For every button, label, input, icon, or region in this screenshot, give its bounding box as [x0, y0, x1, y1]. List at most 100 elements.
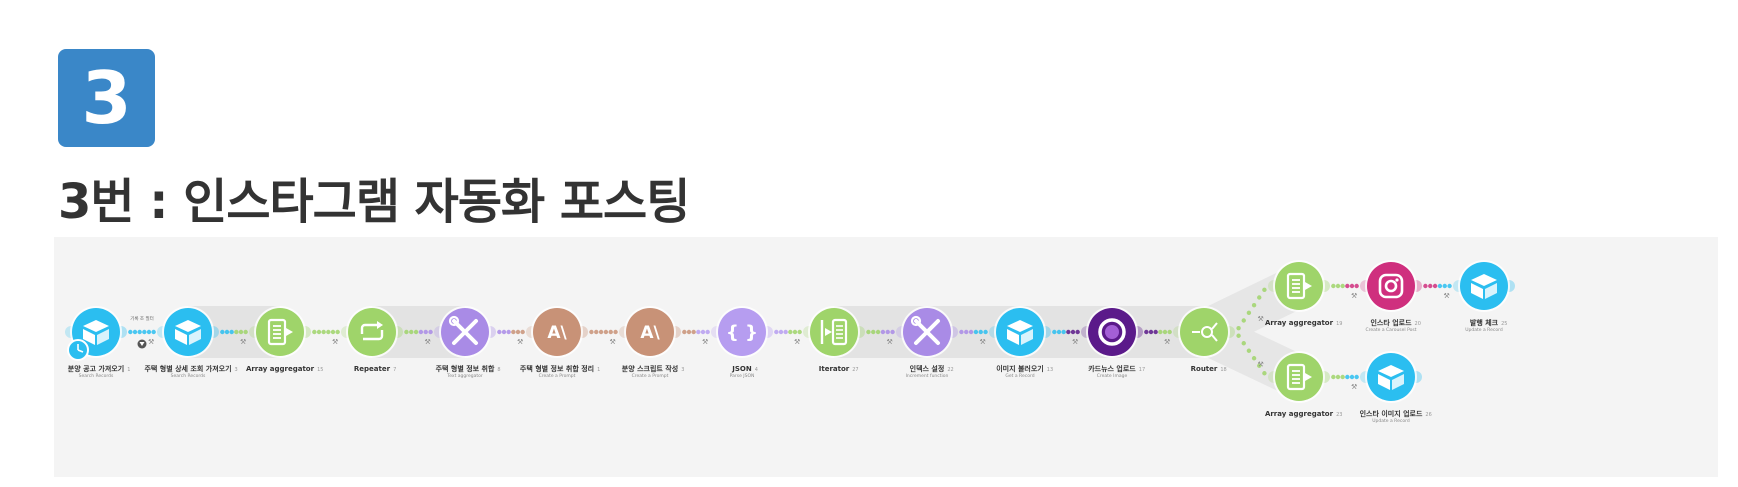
- connection-dot: [1061, 329, 1066, 335]
- connection-dot: [137, 329, 142, 335]
- module-label: 인스타 업로드: [1370, 318, 1412, 327]
- module-node[interactable]: [256, 308, 304, 356]
- connection-dot: [243, 329, 248, 335]
- connection-dot: [1251, 302, 1257, 308]
- module-node[interactable]: [348, 308, 396, 356]
- route-settings-icon[interactable]: ⚒: [332, 338, 338, 346]
- module-action: Get a Record: [1005, 373, 1034, 379]
- connection-dot: [1437, 283, 1443, 289]
- connection-dot: [968, 329, 974, 335]
- module-node[interactable]: [1180, 308, 1228, 356]
- route-settings-icon[interactable]: ⚒: [1258, 315, 1264, 323]
- module-action: Update a Record: [1465, 327, 1503, 333]
- connection-dot: [1251, 356, 1257, 361]
- box-icon: [83, 320, 109, 345]
- connection-dot: [1236, 333, 1241, 338]
- connection-dot: [696, 329, 701, 335]
- route-settings-icon[interactable]: ⚒: [148, 338, 154, 346]
- module-node[interactable]: [1275, 262, 1323, 310]
- route-settings-icon[interactable]: ⚒: [517, 338, 523, 346]
- route-settings-icon[interactable]: ⚒: [1444, 292, 1450, 300]
- connection-dot: [1241, 341, 1246, 346]
- braces-icon: { }: [726, 322, 758, 343]
- connection-dot: [1066, 329, 1071, 335]
- connection-dot: [238, 329, 244, 335]
- module-label: 인덱스 설정: [910, 364, 945, 373]
- route-settings-icon[interactable]: ⚒: [1072, 338, 1078, 346]
- instagram-icon: [1378, 273, 1404, 299]
- module-label: Array aggregator: [1265, 410, 1334, 418]
- connection-dot: [146, 329, 152, 335]
- module-label: Router: [1191, 365, 1218, 373]
- module-label: Iterator: [819, 365, 850, 373]
- connection-dot: [1148, 329, 1154, 335]
- route-settings-icon[interactable]: ⚒: [702, 338, 708, 346]
- route-settings-icon[interactable]: ⚒: [610, 338, 616, 346]
- schedule-clock-icon[interactable]: [67, 339, 89, 361]
- connection-dot: [312, 329, 317, 335]
- module-number-badge: 13: [1047, 367, 1053, 373]
- module-action: Create a Prompt: [539, 373, 576, 379]
- box-icon: [175, 320, 201, 345]
- module-label: 인스타 이미지 업로드: [1360, 409, 1423, 418]
- connection-dot: [151, 329, 156, 335]
- connection-dot: [515, 329, 521, 335]
- module-number-badge: 3: [681, 367, 684, 373]
- connection-dot: [1075, 329, 1080, 335]
- route-settings-icon[interactable]: ⚒: [980, 338, 986, 346]
- connection-dot: [1257, 295, 1262, 300]
- connection-dot: [682, 329, 687, 335]
- connection-dot: [880, 329, 886, 335]
- connection-dot: [506, 329, 511, 335]
- route-settings-icon[interactable]: ⚒: [887, 338, 893, 346]
- module-node[interactable]: [1275, 353, 1323, 401]
- module-label: Array aggregator: [246, 365, 315, 373]
- route-settings-icon[interactable]: ⚒: [425, 338, 431, 346]
- module-node[interactable]: [1367, 262, 1415, 310]
- module-node[interactable]: [718, 308, 766, 356]
- module-number-badge: 19: [1336, 321, 1342, 327]
- connection-dot: [1262, 287, 1267, 293]
- connection-dot: [686, 329, 692, 335]
- route-settings-icon[interactable]: ⚒: [1351, 383, 1357, 391]
- connection-dot: [404, 329, 409, 335]
- connection-dot: [1331, 283, 1336, 289]
- svg-text:{ }: { }: [726, 322, 758, 343]
- module-number-badge: 15: [317, 367, 323, 373]
- module-node[interactable]: [626, 308, 674, 356]
- route-settings-icon[interactable]: ⚒: [1164, 338, 1170, 346]
- box-icon: [1378, 365, 1404, 390]
- route-settings-icon[interactable]: ⚒: [1258, 361, 1264, 369]
- module-label: 카드뉴스 업로드: [1088, 364, 1136, 373]
- connection-dot: [1340, 374, 1345, 380]
- connection-dot: [1167, 329, 1172, 335]
- module-node[interactable]: [533, 308, 581, 356]
- route-settings-icon[interactable]: ⚒: [794, 338, 800, 346]
- connection-dot: [1257, 363, 1262, 368]
- connection-dot: [1241, 318, 1246, 323]
- route-settings-icon[interactable]: ⚒: [240, 338, 246, 346]
- route-settings-icon[interactable]: ⚒: [1351, 292, 1357, 300]
- connection-dot: [423, 329, 428, 335]
- connection-dot: [1423, 283, 1428, 289]
- module-label: 분양 공고 가져오기: [68, 364, 124, 373]
- connection-dot: [890, 329, 895, 335]
